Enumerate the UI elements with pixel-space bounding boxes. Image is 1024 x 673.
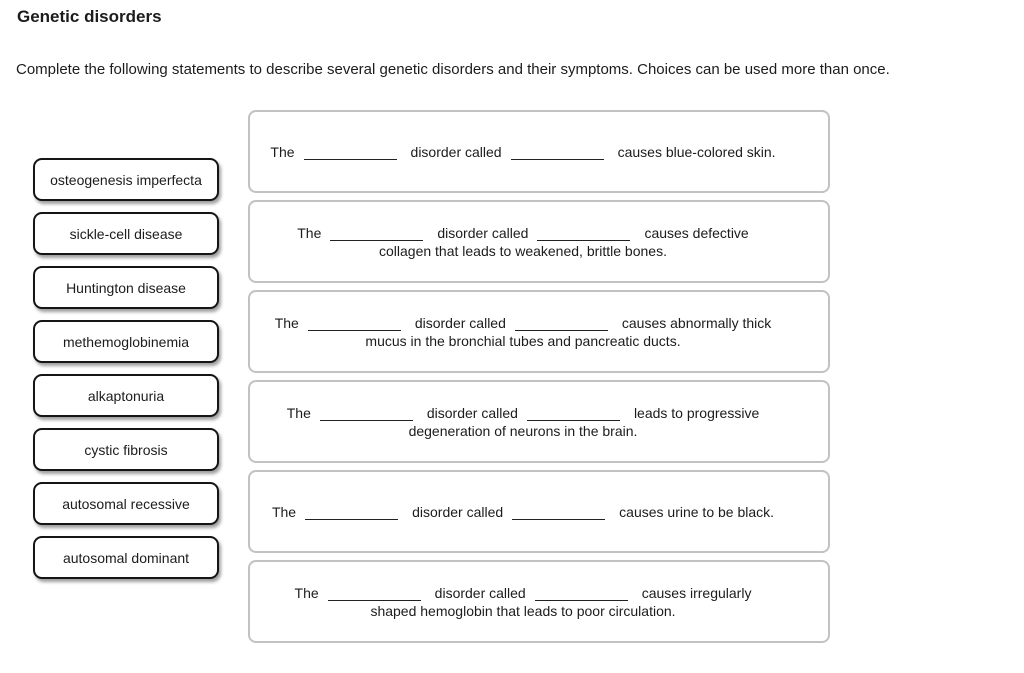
blank-3-disorder-name[interactable] [514, 329, 608, 331]
statement-line: The disorder called causes defective [264, 224, 782, 242]
blank-5-inheritance-type[interactable] [305, 518, 399, 520]
statement-text: The [297, 224, 322, 241]
choice-huntington-disease[interactable]: Huntington disease [33, 266, 219, 309]
statement-text: causes abnormally thick [621, 314, 772, 331]
choice-autosomal-dominant[interactable]: autosomal dominant [33, 536, 219, 579]
blank-6-disorder-name[interactable] [534, 599, 628, 601]
statement-text: disorder called [434, 584, 526, 601]
statement-line: The disorder called causes irregularly [264, 584, 782, 602]
statement-line: The disorder called causes blue-colored … [264, 143, 782, 161]
statement-box-blue-skin: The disorder called causes blue-colored … [248, 110, 830, 193]
choice-osteogenesis-imperfecta[interactable]: osteogenesis imperfecta [33, 158, 219, 201]
choice-label: autosomal recessive [62, 495, 190, 512]
statement-line: The disorder called leads to progressive [264, 404, 782, 422]
statement-text: causes irregularly [641, 584, 752, 601]
blank-2-inheritance-type[interactable] [330, 239, 424, 241]
statement-text: The [294, 584, 319, 601]
blank-3-inheritance-type[interactable] [307, 329, 401, 331]
blank-6-inheritance-type[interactable] [327, 599, 421, 601]
choice-label: cystic fibrosis [84, 441, 168, 458]
statement-text: causes defective [644, 224, 749, 241]
statement-line-2: mucus in the bronchial tubes and pancrea… [365, 332, 681, 349]
choice-label: osteogenesis imperfecta [50, 171, 202, 188]
statement-box-poor-circulation: The disorder called causes irregularly s… [248, 560, 830, 643]
instructions-text: Complete the following statements to des… [16, 61, 890, 78]
choice-label: autosomal dominant [62, 549, 190, 566]
statement-line-2: collagen that leads to weakened, brittle… [379, 242, 667, 259]
page-title: Genetic disorders [17, 7, 162, 26]
statement-box-neuron-degeneration: The disorder called leads to progressive… [248, 380, 830, 463]
choice-label: alkaptonuria [87, 387, 165, 404]
statement-text: disorder called [426, 404, 518, 421]
blank-5-disorder-name[interactable] [512, 518, 606, 520]
choices-list: osteogenesis imperfecta sickle-cell dise… [33, 158, 219, 579]
statement-text: causes blue-colored skin. [617, 143, 776, 160]
statement-text: The [270, 143, 295, 160]
statements-list: The disorder called causes blue-colored … [248, 110, 830, 643]
blank-4-inheritance-type[interactable] [319, 419, 413, 421]
statement-line-2: shaped hemoglobin that leads to poor cir… [370, 602, 676, 619]
statement-box-black-urine: The disorder called causes urine to be b… [248, 470, 830, 553]
statement-text: disorder called [410, 143, 502, 160]
choice-label: sickle-cell disease [69, 225, 183, 242]
statement-text: disorder called [414, 314, 506, 331]
choice-alkaptonuria[interactable]: alkaptonuria [33, 374, 219, 417]
statement-line-2: degeneration of neurons in the brain. [408, 422, 638, 439]
statement-text: causes urine to be black. [619, 503, 775, 520]
blank-1-inheritance-type[interactable] [303, 158, 397, 160]
statement-text: disorder called [412, 503, 504, 520]
statement-line: The disorder called causes abnormally th… [264, 314, 782, 332]
blank-1-disorder-name[interactable] [510, 158, 604, 160]
choice-cystic-fibrosis[interactable]: cystic fibrosis [33, 428, 219, 471]
statement-box-brittle-bones: The disorder called causes defective col… [248, 200, 830, 283]
statement-text: leads to progressive [633, 404, 760, 421]
choice-label: methemoglobinemia [62, 333, 190, 350]
statement-text: The [271, 503, 297, 520]
statement-box-thick-mucus: The disorder called causes abnormally th… [248, 290, 830, 373]
choice-label: Huntington disease [66, 279, 186, 296]
statement-text: The [286, 404, 311, 421]
choice-methemoglobinemia[interactable]: methemoglobinemia [33, 320, 219, 363]
statement-text: The [274, 314, 299, 331]
statement-text: disorder called [437, 224, 529, 241]
choice-autosomal-recessive[interactable]: autosomal recessive [33, 482, 219, 525]
blank-4-disorder-name[interactable] [526, 419, 620, 421]
choice-sickle-cell-disease[interactable]: sickle-cell disease [33, 212, 219, 255]
blank-2-disorder-name[interactable] [537, 239, 631, 241]
statement-line: The disorder called causes urine to be b… [264, 503, 782, 521]
